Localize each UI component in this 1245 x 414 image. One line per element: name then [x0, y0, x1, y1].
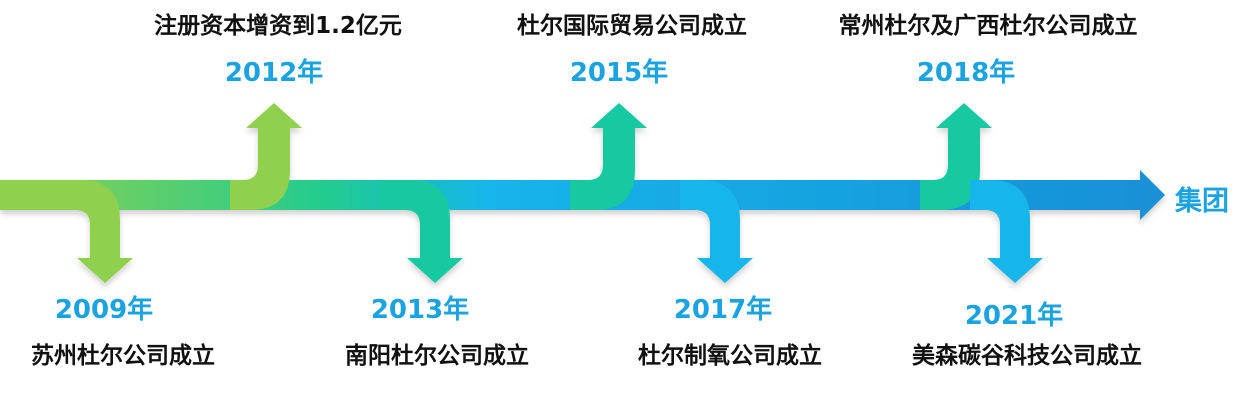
- year-2021: 2021年: [965, 300, 1063, 331]
- year-2013: 2013年: [371, 294, 469, 325]
- event-2012: 注册资本增资到1.2亿元: [154, 12, 402, 39]
- branch-2017-down: [680, 180, 753, 283]
- branch-2009-down: [0, 180, 133, 283]
- year-2012: 2012年: [225, 57, 323, 88]
- event-2021: 美森碳谷科技公司成立: [912, 342, 1142, 369]
- branch-2015-up: [570, 103, 647, 210]
- event-2017: 杜尔制氧公司成立: [638, 342, 822, 369]
- branch-2021-down: [970, 180, 1043, 283]
- event-2018: 常州杜尔及广西杜尔公司成立: [839, 12, 1138, 39]
- branch-2013-down: [380, 180, 463, 283]
- event-2009: 苏州杜尔公司成立: [31, 342, 215, 369]
- end-label: 集团: [1174, 185, 1229, 217]
- event-2013: 南阳杜尔公司成立: [345, 342, 529, 369]
- year-2017: 2017年: [674, 294, 772, 325]
- year-2015: 2015年: [570, 57, 668, 88]
- event-2015: 杜尔国际贸易公司成立: [517, 12, 747, 39]
- year-2009: 2009年: [55, 294, 153, 325]
- branch-2012-up: [230, 103, 302, 210]
- year-2018: 2018年: [917, 57, 1015, 88]
